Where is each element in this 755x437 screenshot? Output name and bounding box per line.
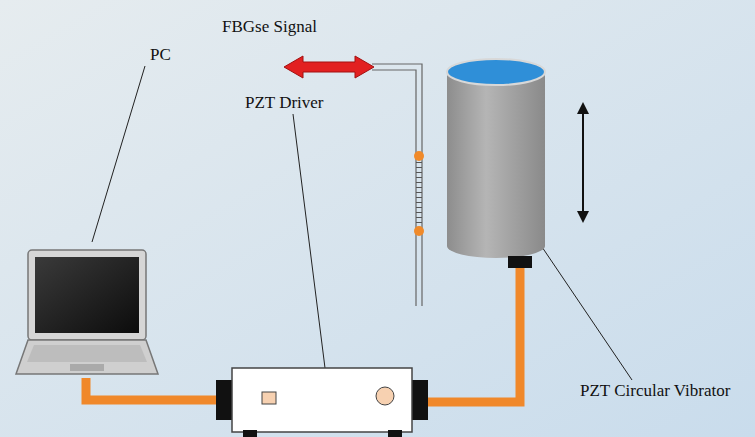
vibrator-label: PZT Circular Vibrator — [580, 382, 730, 401]
driver-label: PZT Driver — [245, 94, 324, 113]
optical-fiber — [372, 64, 424, 306]
pc-label: PC — [150, 46, 171, 65]
signal-label: FBGse Signal — [222, 18, 317, 37]
laptop — [16, 250, 158, 374]
pzt-driver — [216, 368, 428, 437]
cable — [86, 378, 232, 400]
leader-line — [540, 244, 632, 380]
pzt-circular-vibrator — [447, 59, 545, 268]
cable — [412, 268, 520, 402]
leader-line — [293, 114, 325, 368]
leader-line — [92, 66, 145, 242]
vibration-arrow — [577, 102, 589, 223]
signal-arrow — [284, 56, 374, 78]
